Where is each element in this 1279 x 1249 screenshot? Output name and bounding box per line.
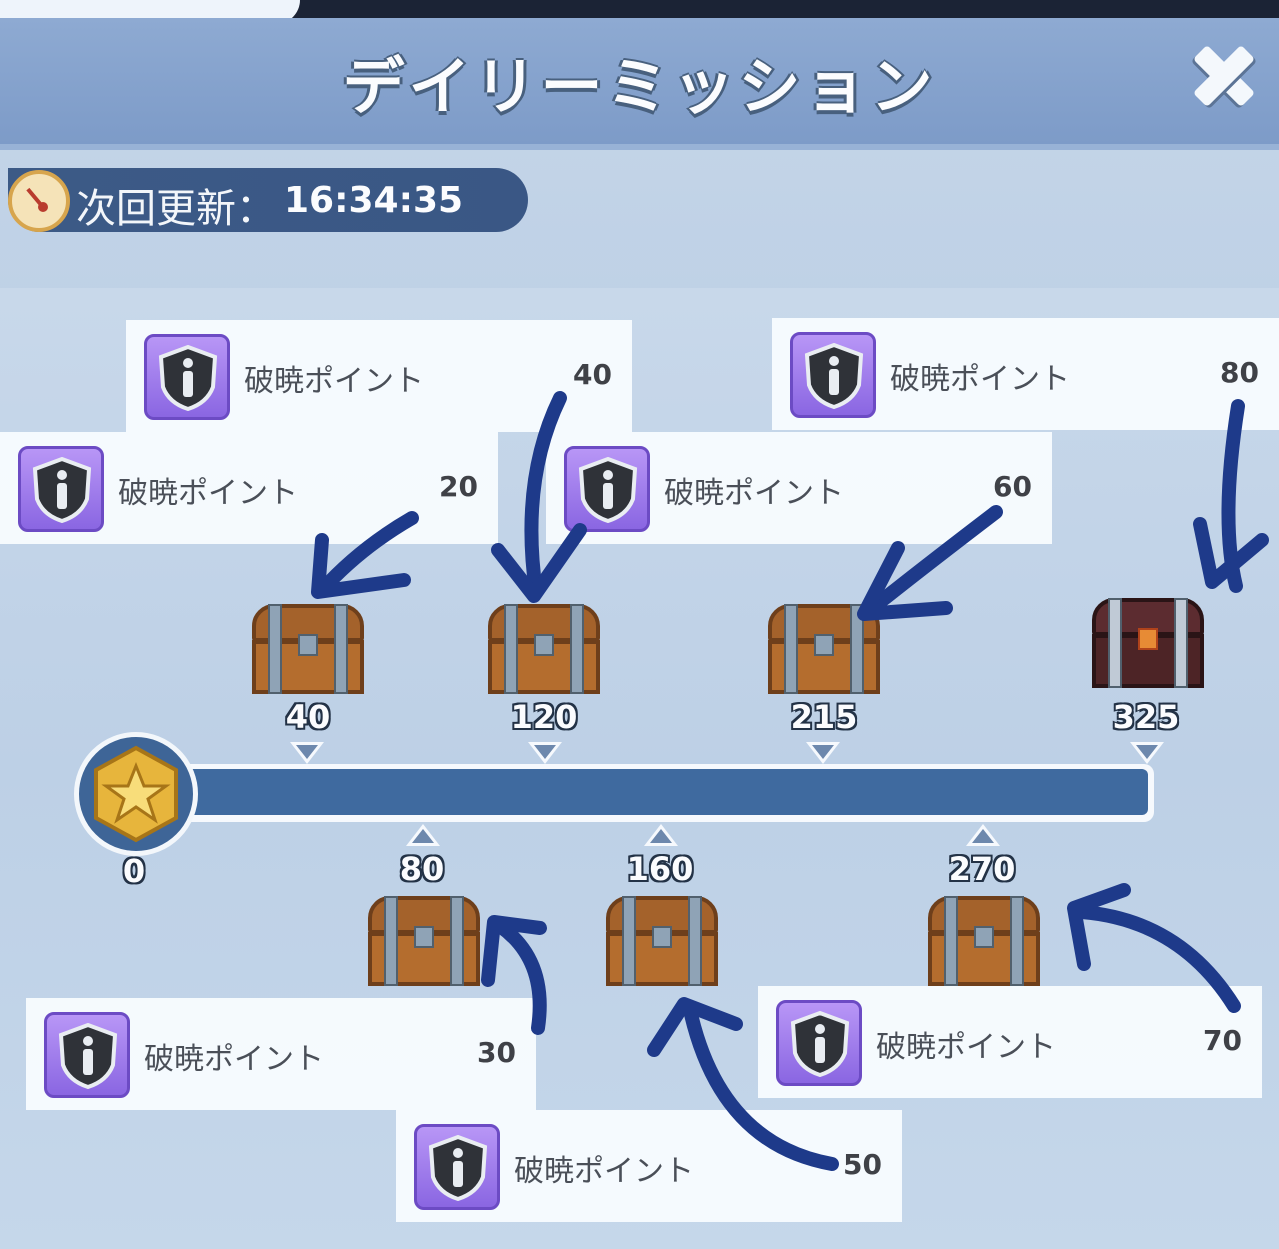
reward-chest[interactable] xyxy=(606,896,718,986)
milestone-label: 40 xyxy=(285,698,331,736)
milestone-marker xyxy=(966,824,1000,846)
milestone-marker xyxy=(406,824,440,846)
reward-chest[interactable] xyxy=(252,604,364,694)
refresh-timer xyxy=(8,168,528,232)
reward-chest[interactable] xyxy=(488,604,600,694)
progress-bar xyxy=(150,769,1148,815)
mission-points: 60 xyxy=(993,470,1032,503)
mission-points: 30 xyxy=(477,1036,516,1069)
reward-chest[interactable] xyxy=(768,604,880,694)
mission-card[interactable]: 破暁ポイント 80 xyxy=(772,318,1279,430)
shield-info-icon xyxy=(144,334,230,420)
shield-info-icon xyxy=(44,1012,130,1098)
start-label: 0 xyxy=(122,852,146,890)
shield-info-icon xyxy=(564,446,650,532)
mission-points: 80 xyxy=(1220,356,1259,389)
mission-card[interactable]: 破暁ポイント 30 xyxy=(26,998,536,1110)
milestone-label: 120 xyxy=(510,698,578,736)
shield-info-icon xyxy=(18,446,104,532)
reward-chest[interactable] xyxy=(368,896,480,986)
shield-info-icon xyxy=(790,332,876,418)
star-medal-icon xyxy=(74,732,198,856)
epic-reward-chest[interactable] xyxy=(1092,598,1204,688)
mission-label: 破暁ポイント xyxy=(118,476,298,511)
mission-card[interactable]: 破暁ポイント 20 xyxy=(0,432,498,544)
milestone-label: 80 xyxy=(399,850,445,888)
milestone-marker xyxy=(806,742,840,764)
clock-icon xyxy=(8,170,70,232)
mission-points: 50 xyxy=(843,1148,882,1181)
mission-card[interactable]: 破暁ポイント 70 xyxy=(758,986,1262,1098)
reward-chest[interactable] xyxy=(928,896,1040,986)
milestone-marker xyxy=(528,742,562,764)
milestone-marker xyxy=(644,824,678,846)
mission-card[interactable]: 破暁ポイント 50 xyxy=(396,1110,902,1222)
milestone-marker xyxy=(290,742,324,764)
mission-label: 破暁ポイント xyxy=(664,476,844,511)
milestone-label: 325 xyxy=(1112,698,1180,736)
mission-card[interactable]: 破暁ポイント 40 xyxy=(126,320,632,432)
milestone-marker xyxy=(1130,742,1164,764)
page-title: デイリーミッション xyxy=(342,50,937,123)
shield-info-icon xyxy=(414,1124,500,1210)
milestone-label: 215 xyxy=(790,698,858,736)
mission-points: 70 xyxy=(1203,1024,1242,1057)
milestone-label: 270 xyxy=(948,850,1016,888)
shield-info-icon xyxy=(776,1000,862,1086)
mission-points: 20 xyxy=(439,470,478,503)
mission-points: 40 xyxy=(573,358,612,391)
timer-value: 16:34:35 xyxy=(284,180,464,221)
timer-label: 次回更新： xyxy=(76,186,276,232)
milestone-label: 160 xyxy=(626,850,694,888)
close-icon[interactable] xyxy=(1188,40,1260,112)
mission-card[interactable]: 破暁ポイント 60 xyxy=(546,432,1052,544)
mission-label: 破暁ポイント xyxy=(244,364,424,399)
header-bar xyxy=(0,18,1279,150)
top-strip xyxy=(0,0,1279,18)
mission-label: 破暁ポイント xyxy=(890,362,1070,397)
mission-label: 破暁ポイント xyxy=(144,1042,324,1077)
mission-label: 破暁ポイント xyxy=(514,1154,694,1189)
mission-label: 破暁ポイント xyxy=(876,1030,1056,1065)
